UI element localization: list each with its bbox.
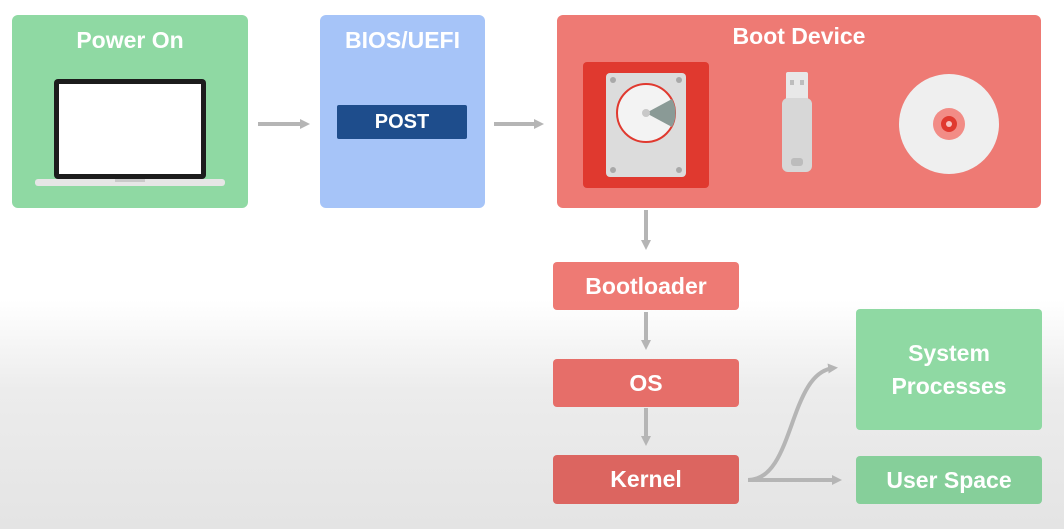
kernel-box: Kernel (553, 455, 739, 504)
power-on-box: Power On (12, 15, 248, 208)
post-label: POST (337, 105, 467, 139)
user-space-box: User Space (856, 456, 1042, 504)
bios-uefi-title: BIOS/UEFI (344, 27, 460, 53)
system-processes-label: System Processes (891, 340, 1007, 399)
os-box: OS (553, 359, 739, 407)
laptop-icon (35, 79, 225, 186)
boot-device-title: Boot Device (732, 23, 866, 49)
hard-drive-tile (583, 62, 709, 188)
system-processes-box: System Processes (856, 309, 1042, 430)
bootloader-box: Bootloader (553, 262, 739, 310)
usb-drive-icon (782, 72, 812, 172)
boot-device-box: Boot Device (557, 15, 1041, 208)
hard-drive-icon (606, 73, 686, 177)
optical-disc-icon (899, 74, 999, 174)
arrow-kernel-to-system (747, 363, 838, 482)
bios-uefi-box: BIOS/UEFI POST (320, 15, 485, 208)
power-on-title: Power On (76, 27, 184, 53)
